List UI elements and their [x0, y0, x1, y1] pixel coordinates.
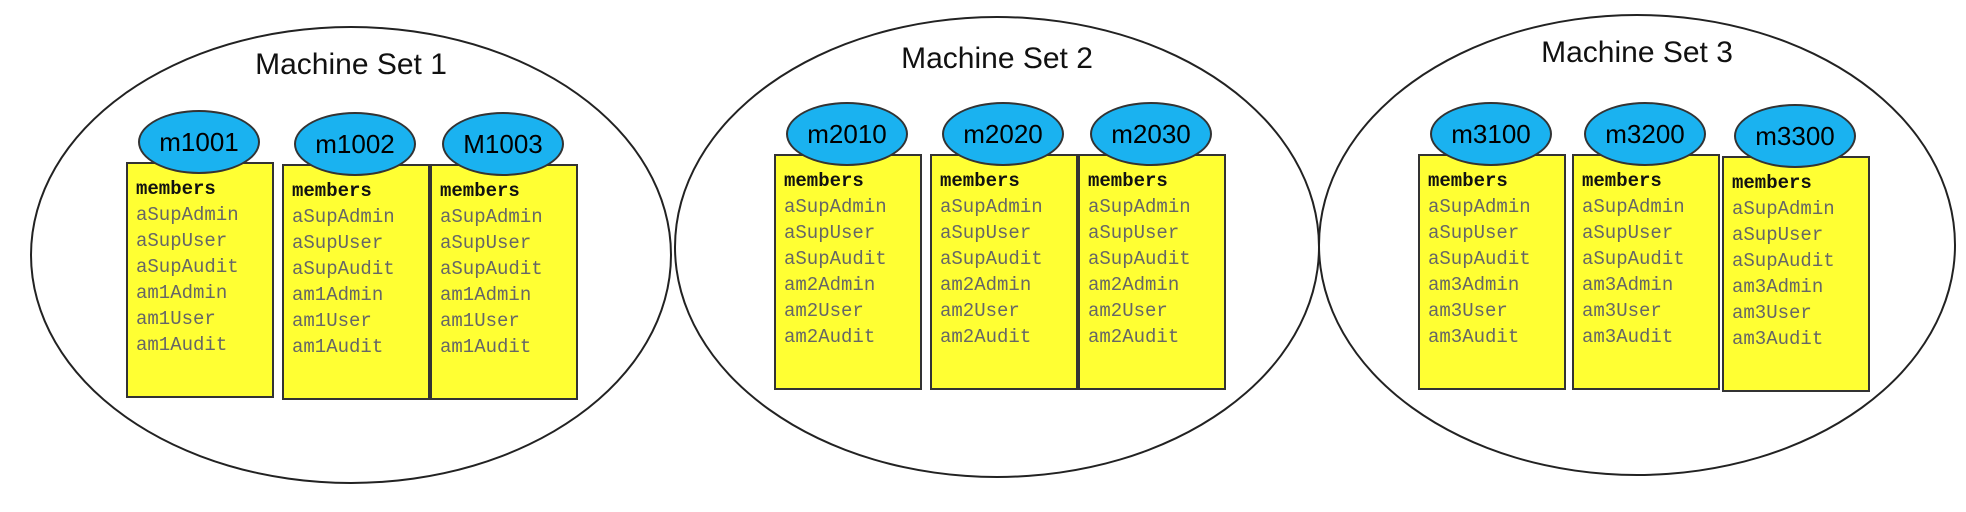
member-item: am1Admin	[440, 284, 532, 306]
machine-oval: m2030	[1090, 102, 1212, 166]
member-item: aSupUser	[292, 232, 384, 254]
member-box: members aSupAdmin aSupUser aSupAudit am1…	[430, 164, 578, 400]
member-item: aSupAdmin	[440, 206, 543, 228]
member-item: am2User	[784, 300, 864, 322]
members-heading: members	[1428, 170, 1508, 192]
member-box: members aSupAdmin aSupUser aSupAudit am3…	[1722, 156, 1870, 392]
machine-set-1-title: Machine Set 1	[255, 48, 447, 81]
member-box: members aSupAdmin aSupUser aSupAudit am3…	[1418, 154, 1566, 390]
member-item: am3Audit	[1428, 326, 1520, 348]
machine-set-3-title: Machine Set 3	[1541, 36, 1733, 69]
member-item: am3User	[1428, 300, 1508, 322]
member-item: aSupUser	[440, 232, 532, 254]
member-item: aSupAdmin	[1088, 196, 1191, 218]
members-heading: members	[440, 180, 520, 202]
member-box: members aSupAdmin aSupUser aSupAudit am1…	[126, 162, 274, 398]
member-item: aSupAdmin	[292, 206, 395, 228]
machine-set-1: Machine Set 1 members aSupAdmin aSupUser…	[30, 26, 672, 484]
machine-oval: m1002	[294, 112, 416, 176]
member-item: aSupUser	[784, 222, 876, 244]
members-heading: members	[784, 170, 864, 192]
member-item: aSupAudit	[1088, 248, 1191, 270]
member-item: am2User	[940, 300, 1020, 322]
member-item: aSupAdmin	[1732, 198, 1835, 220]
member-item: aSupAudit	[784, 248, 887, 270]
member-item: aSupUser	[1732, 224, 1824, 246]
member-item: aSupUser	[1088, 222, 1180, 244]
member-item: am1User	[292, 310, 372, 332]
member-box: members aSupAdmin aSupUser aSupAudit am3…	[1572, 154, 1720, 390]
machine-set-2: Machine Set 2 members aSupAdmin aSupUser…	[674, 16, 1320, 478]
member-item: am2Audit	[1088, 326, 1180, 348]
member-box: members aSupAdmin aSupUser aSupAudit am2…	[930, 154, 1078, 390]
member-item: am2Audit	[940, 326, 1032, 348]
member-item: am1Audit	[136, 334, 228, 356]
machine-oval: M1003	[442, 112, 564, 176]
member-item: am3Audit	[1582, 326, 1674, 348]
member-item: am3Audit	[1732, 328, 1824, 350]
member-item: am2Audit	[784, 326, 876, 348]
member-item: aSupAdmin	[136, 204, 239, 226]
member-item: am3Admin	[1428, 274, 1520, 296]
member-item: aSupAdmin	[940, 196, 1043, 218]
machine-oval: m3100	[1430, 102, 1552, 166]
members-heading: members	[136, 178, 216, 200]
members-heading: members	[1582, 170, 1662, 192]
member-item: am2User	[1088, 300, 1168, 322]
member-item: am3Admin	[1732, 276, 1824, 298]
members-heading: members	[1088, 170, 1168, 192]
member-item: am1Admin	[292, 284, 384, 306]
member-item: aSupAdmin	[1428, 196, 1531, 218]
member-item: am1User	[136, 308, 216, 330]
machine-oval: m1001	[138, 110, 260, 174]
member-item: am2Admin	[1088, 274, 1180, 296]
member-box: members aSupAdmin aSupUser aSupAudit am2…	[1078, 154, 1226, 390]
machine-oval: m3200	[1584, 102, 1706, 166]
member-item: am1User	[440, 310, 520, 332]
member-item: am3Admin	[1582, 274, 1674, 296]
member-item: am3User	[1582, 300, 1662, 322]
machine-set-2-title: Machine Set 2	[901, 42, 1093, 75]
member-item: am1Audit	[292, 336, 384, 358]
member-item: aSupAudit	[940, 248, 1043, 270]
members-heading: members	[940, 170, 1020, 192]
member-item: aSupAudit	[1428, 248, 1531, 270]
member-item: aSupUser	[1582, 222, 1674, 244]
member-box: members aSupAdmin aSupUser aSupAudit am1…	[282, 164, 430, 400]
member-item: aSupAudit	[292, 258, 395, 280]
machine-oval: m2020	[942, 102, 1064, 166]
member-item: aSupUser	[1428, 222, 1520, 244]
member-item: aSupUser	[136, 230, 228, 252]
member-item: aSupAdmin	[784, 196, 887, 218]
machine-set-3: Machine Set 3 members aSupAdmin aSupUser…	[1318, 14, 1956, 476]
member-item: aSupAudit	[1582, 248, 1685, 270]
machine-oval: m3300	[1734, 104, 1856, 168]
member-box: members aSupAdmin aSupUser aSupAudit am2…	[774, 154, 922, 390]
member-item: am3User	[1732, 302, 1812, 324]
member-item: am1Audit	[440, 336, 532, 358]
member-item: am1Admin	[136, 282, 228, 304]
member-item: aSupAudit	[1732, 250, 1835, 272]
member-item: am2Admin	[784, 274, 876, 296]
members-heading: members	[292, 180, 372, 202]
member-item: aSupAudit	[440, 258, 543, 280]
members-heading: members	[1732, 172, 1812, 194]
member-item: aSupAdmin	[1582, 196, 1685, 218]
member-item: aSupAudit	[136, 256, 239, 278]
member-item: am2Admin	[940, 274, 1032, 296]
member-item: aSupUser	[940, 222, 1032, 244]
machine-oval: m2010	[786, 102, 908, 166]
